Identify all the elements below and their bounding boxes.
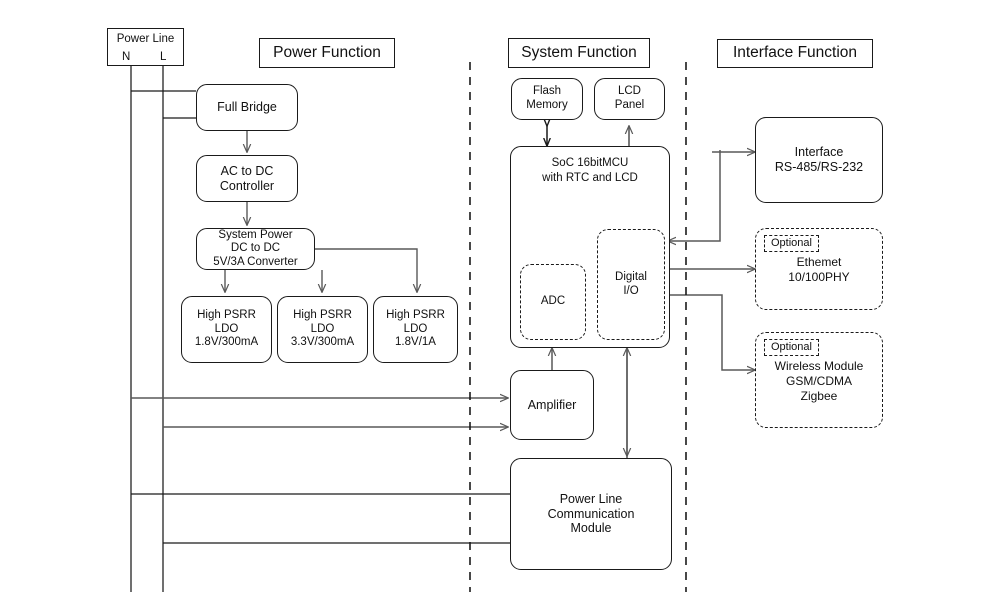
- block-system-power-line3: 5V/3A Converter: [213, 255, 298, 268]
- block-soc-mcu: SoC 16bitMCU with RTC and LCD ADC Digita…: [510, 146, 670, 348]
- block-digital-io-line2: I/O: [623, 284, 639, 297]
- block-ldo1-line1: High PSRR: [197, 309, 256, 322]
- block-ethernet-line2: 10/100PHY: [788, 270, 850, 284]
- power-line-title: Power Line: [116, 33, 175, 45]
- block-ldo2-line3: 3.3V/300mA: [290, 336, 355, 349]
- section-header-power-function-label: Power Function: [273, 43, 381, 61]
- block-adc: ADC: [520, 264, 586, 340]
- section-header-system-function-label: System Function: [521, 43, 637, 61]
- block-amplifier-label: Amplifier: [527, 397, 577, 412]
- block-wireless-line3: Zigbee: [800, 389, 838, 403]
- block-flash-memory: Flash Memory: [511, 78, 583, 120]
- block-lcd-panel: LCD Panel: [594, 78, 665, 120]
- block-ldo2-line2: LDO: [310, 322, 335, 335]
- block-ethernet-line1: Ethemet: [796, 255, 842, 269]
- block-digital-io: Digital I/O: [597, 229, 665, 340]
- block-full-bridge: Full Bridge: [196, 84, 298, 131]
- block-wireless-text: Wireless Module GSM/CDMA Zigbee: [756, 359, 882, 404]
- block-system-power-line2: DC to DC: [230, 242, 281, 255]
- block-system-power-line1: System Power: [218, 228, 293, 241]
- block-ac-to-dc-line1: AC to DC: [220, 163, 274, 178]
- block-ldo-1v8-1a: High PSRR LDO 1.8V/1A: [373, 296, 458, 363]
- block-plc-line1: Power Line: [559, 491, 623, 506]
- block-wireless-line2: GSM/CDMA: [786, 374, 852, 388]
- power-line-block: Power Line N L: [107, 28, 184, 66]
- block-ldo3-line2: LDO: [403, 322, 428, 335]
- wire-dio-to-rs485: [668, 152, 721, 241]
- block-plc-module: Power Line Communication Module: [510, 458, 672, 570]
- block-lcd-panel-line2: Panel: [614, 99, 645, 111]
- block-interface-rs485-rs232: Interface RS-485/RS-232: [755, 117, 883, 203]
- block-ldo3-line3: 1.8V/1A: [395, 336, 436, 349]
- block-ac-to-dc-controller: AC to DC Controller: [196, 155, 298, 202]
- block-ethernet-phy: Optional Ethemet 10/100PHY: [755, 228, 883, 310]
- block-wireless-line1: Wireless Module: [774, 359, 864, 373]
- power-line-neutral-label: N: [122, 51, 131, 63]
- block-ldo-1v8-300ma: High PSRR LDO 1.8V/300mA: [181, 296, 272, 363]
- block-interface-rs-line1: Interface: [794, 145, 844, 160]
- block-wireless-module: Optional Wireless Module GSM/CDMA Zigbee: [755, 332, 883, 428]
- section-header-interface-function-label: Interface Function: [732, 44, 858, 62]
- block-ldo2-line1: High PSRR: [293, 309, 352, 322]
- block-full-bridge-label: Full Bridge: [217, 100, 277, 115]
- section-header-system-function: System Function: [508, 38, 650, 68]
- block-flash-memory-line2: Memory: [526, 99, 568, 111]
- block-soc-mcu-title: SoC 16bitMCU with RTC and LCD: [511, 156, 669, 186]
- block-plc-line3: Module: [570, 521, 612, 536]
- block-lcd-panel-line1: LCD: [617, 85, 641, 98]
- block-interface-rs-line2: RS-485/RS-232: [774, 160, 864, 174]
- wire-syspower-to-ldo3: [315, 248, 417, 292]
- block-ldo-3v3-300ma: High PSRR LDO 3.3V/300mA: [277, 296, 368, 363]
- block-soc-line2: with RTC and LCD: [542, 171, 638, 184]
- block-plc-line2: Communication: [547, 506, 635, 521]
- section-header-power-function: Power Function: [259, 38, 395, 68]
- block-ldo1-line3: 1.8V/300mA: [194, 336, 259, 349]
- section-header-interface-function: Interface Function: [717, 39, 873, 68]
- block-ldo3-line1: High PSRR: [386, 309, 445, 322]
- block-system-power-converter: System Power DC to DC 5V/3A Converter: [196, 228, 315, 270]
- block-digital-io-line1: Digital: [615, 270, 647, 283]
- block-ethernet-optional-badge: Optional: [764, 235, 819, 252]
- power-line-live-label: L: [160, 51, 167, 63]
- wire-dio-wireless: [668, 295, 755, 370]
- block-ethernet-text: Ethemet 10/100PHY: [756, 255, 882, 285]
- block-adc-label: ADC: [540, 295, 566, 308]
- block-wireless-optional-badge: Optional: [764, 339, 819, 356]
- block-flash-memory-line1: Flash: [532, 85, 562, 98]
- block-ac-to-dc-line2: Controller: [219, 178, 275, 193]
- block-ldo1-line2: LDO: [214, 322, 239, 335]
- block-amplifier: Amplifier: [510, 370, 594, 440]
- block-soc-line1: SoC 16bitMCU: [551, 157, 629, 169]
